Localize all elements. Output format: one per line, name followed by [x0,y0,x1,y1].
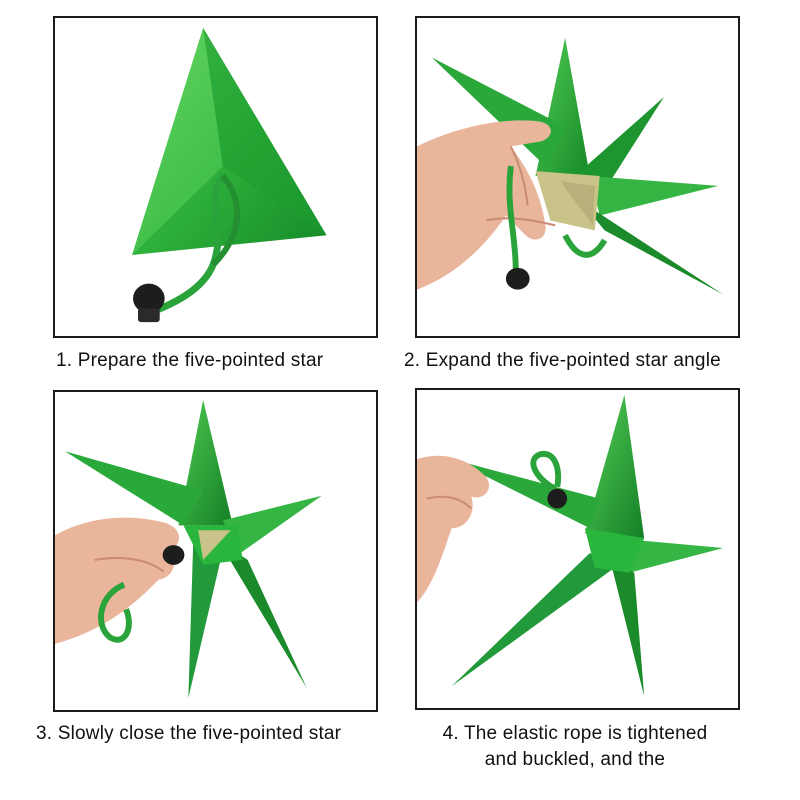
stopper-illustration [505,267,530,290]
rope-illustration [530,451,561,492]
step-3-image [53,390,378,712]
folded-star-illustration [132,27,327,323]
step-3-caption: 3. Slowly close the five-pointed star [36,723,342,744]
step-2-caption: 2. Expand the five-pointed star angle [404,350,721,371]
step-2-image [415,16,740,338]
hand-illustration [417,120,556,290]
step-4-caption-line2: and buckled, and the [484,749,666,770]
expanding-star-illustration [417,37,724,295]
stopper-illustration [547,488,568,509]
step-1-caption: 1. Prepare the five-pointed star [56,350,324,371]
stopper-illustration [133,283,165,323]
rope-illustration [506,165,519,270]
hand-illustration [417,455,489,603]
closing-star-illustration [55,399,322,699]
stopper-illustration [162,545,185,565]
star-illustration [451,394,724,697]
step-4-image [415,388,740,710]
hand-illustration [55,517,180,644]
rope-illustration [98,581,132,643]
step-4-caption-line1: 4. The elastic rope is tightened [442,723,708,744]
step-1-image [53,16,378,338]
finished-star-illustration [417,394,724,697]
